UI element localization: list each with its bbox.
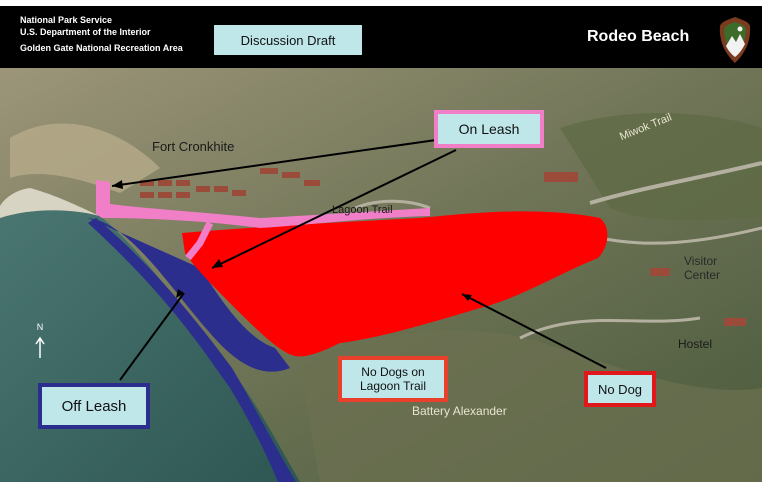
- callout-arrows: [111, 139, 607, 381]
- agency-line-3: Golden Gate National Recreation Area: [20, 43, 183, 53]
- discussion-draft-badge: Discussion Draft: [214, 25, 362, 55]
- road-south: [519, 316, 701, 340]
- headland: [10, 123, 160, 193]
- label-lagoon-trail: Lagoon Trail: [332, 204, 393, 216]
- off-leash-zone: [88, 218, 290, 372]
- callout-no-dog: No Dog: [584, 371, 656, 407]
- label-visitor-center: Visitor Center: [684, 254, 720, 282]
- lagoon-trail-path: [354, 199, 431, 210]
- label-visitor-center-line2: Center: [684, 268, 721, 282]
- north-arrow-icon: [35, 336, 45, 358]
- label-battery-alexander: Battery Alexander: [412, 404, 507, 418]
- no-dog-zone: [182, 211, 608, 357]
- callout-on-leash: On Leash: [434, 110, 544, 148]
- header-bar: National Park Service U.S. Department of…: [0, 6, 762, 68]
- hillside-east: [560, 113, 762, 221]
- nps-arrowhead-icon: [719, 17, 751, 63]
- label-hostel: Hostel: [678, 337, 713, 351]
- on-leash-spur: [185, 221, 214, 261]
- road-center: [599, 226, 762, 245]
- callout-no-dogs-line2: Lagoon Trail: [359, 379, 427, 393]
- label-fort-cronkhite: Fort Cronkhite: [152, 139, 235, 154]
- north-label: N: [36, 322, 44, 332]
- beach-sand: [0, 188, 100, 218]
- callout-no-dogs-lagoon-trail: No Dogs on Lagoon Trail: [338, 356, 448, 402]
- fort-buildings: [140, 168, 746, 326]
- on-leash-zone: [96, 180, 430, 228]
- road-north: [589, 161, 762, 205]
- callout-no-dogs-line1: No Dogs on: [361, 365, 425, 379]
- site-title: Rodeo Beach: [587, 28, 690, 45]
- callout-arrowheads: [112, 180, 472, 301]
- callout-off-leash: Off Leash: [38, 383, 150, 429]
- off-leash-strip: [88, 218, 296, 482]
- agency-line-1: National Park Service: [20, 15, 113, 25]
- agency-line-2: U.S. Department of the Interior: [20, 27, 151, 37]
- label-visitor-center-line1: Visitor: [684, 254, 718, 268]
- agency-block: National Park Service U.S. Department of…: [20, 14, 183, 54]
